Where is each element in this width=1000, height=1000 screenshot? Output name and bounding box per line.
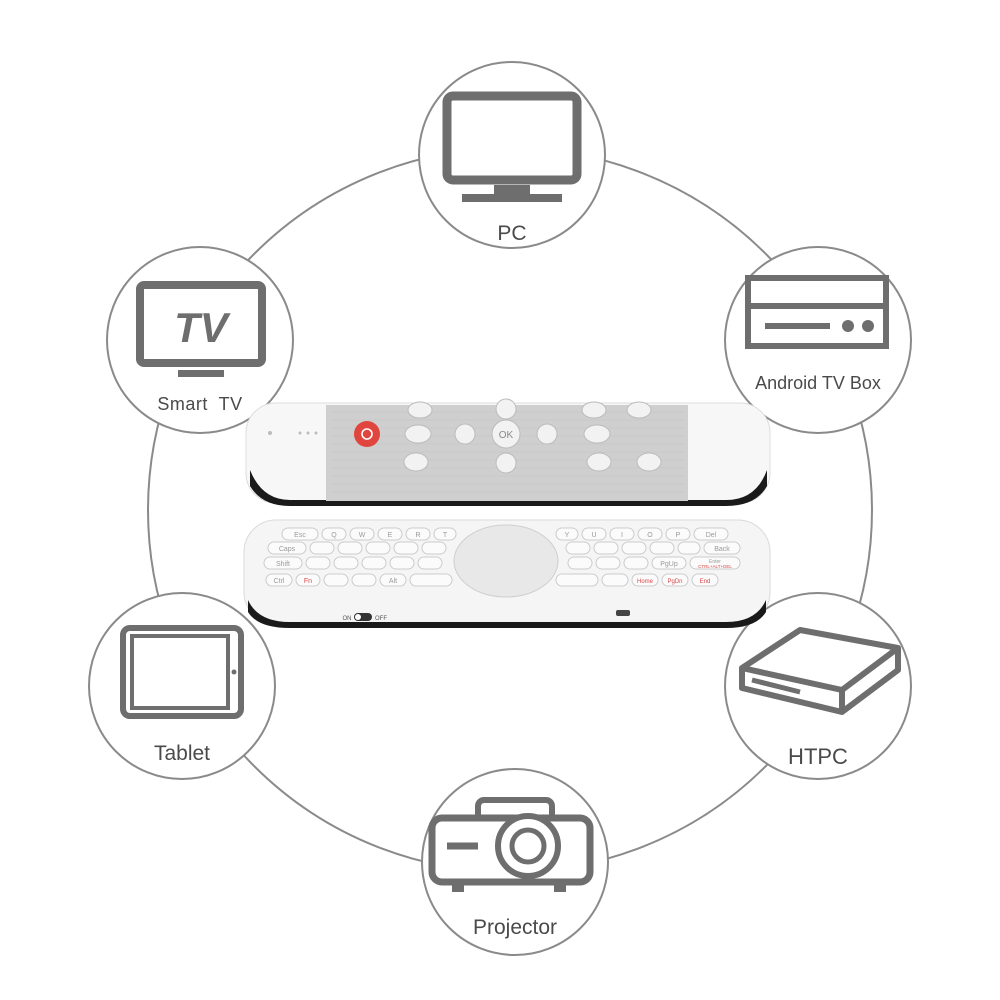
tablet-icon (120, 625, 244, 719)
ok-button[interactable]: OK (491, 419, 521, 449)
key-t[interactable] (433, 527, 457, 541)
menu-button[interactable] (407, 401, 433, 419)
svg-text:I: I (621, 532, 623, 539)
svg-text:O: O (647, 532, 653, 539)
svg-text:Y: Y (565, 532, 570, 539)
svg-text:Fn: Fn (304, 578, 312, 585)
svg-text:OFF: OFF (375, 616, 387, 622)
power-switch[interactable]: ON OFF (343, 613, 388, 622)
projector-icon (428, 797, 594, 892)
key-q[interactable] (321, 527, 347, 541)
key-end[interactable] (691, 573, 719, 587)
power-button[interactable] (354, 421, 380, 447)
key-del[interactable] (693, 527, 729, 541)
playlist-button[interactable] (586, 452, 612, 472)
key-enter[interactable] (689, 556, 741, 570)
key-home[interactable] (631, 573, 659, 587)
label-pc: PC (497, 222, 527, 245)
left-button[interactable] (454, 423, 476, 445)
svg-text:Del: Del (706, 532, 717, 539)
keyboard-left: Esc Q W E R T Caps Shift (263, 527, 457, 587)
svg-text:Alt: Alt (389, 578, 397, 585)
svg-text:Shift: Shift (276, 561, 290, 568)
key-esc[interactable] (281, 527, 319, 541)
key-e[interactable] (377, 527, 403, 541)
device-smart-tv: TV (106, 246, 294, 434)
key-pgup[interactable] (651, 556, 687, 570)
tv-icon: TV (136, 281, 266, 377)
svg-text:Caps: Caps (279, 546, 296, 553)
key-caps[interactable] (267, 541, 307, 555)
key-space-left[interactable] (409, 573, 453, 587)
label-android-tv-box: Android TV Box (755, 373, 881, 393)
tv-icon-text: TV (174, 304, 231, 351)
back-button[interactable] (583, 424, 611, 444)
svg-text:Ctrl: Ctrl (274, 578, 285, 585)
svg-text:W: W (359, 532, 366, 539)
key-back[interactable] (703, 541, 741, 555)
device-pc (418, 61, 606, 249)
device-tablet (88, 592, 276, 780)
key-ctrl[interactable] (265, 573, 293, 587)
svg-text:T: T (443, 532, 448, 539)
right-button[interactable] (536, 423, 558, 445)
key-alt[interactable] (379, 573, 407, 587)
svg-text:Enter: Enter (709, 559, 721, 565)
air-mouse-remote: OK Esc Q W E R T (243, 398, 771, 628)
mouse-button[interactable] (636, 452, 662, 472)
svg-text:P: P (676, 532, 681, 539)
key-shift[interactable] (263, 556, 303, 570)
svg-text:Q: Q (331, 532, 337, 539)
device-projector (421, 768, 609, 956)
key-fn[interactable] (295, 573, 321, 587)
svg-text:Back: Back (714, 546, 730, 553)
label-projector: Projector (472, 916, 558, 939)
label-tablet: Tablet (153, 742, 211, 765)
settings-button[interactable] (403, 452, 429, 472)
set-top-box-icon (745, 275, 889, 349)
svg-text:PgUp: PgUp (660, 561, 678, 568)
key-u[interactable] (581, 527, 607, 541)
key-y[interactable] (555, 527, 579, 541)
key-o[interactable] (637, 527, 663, 541)
up-button[interactable] (495, 398, 517, 420)
label-htpc: HTPC (788, 744, 848, 769)
svg-text:U: U (591, 532, 596, 539)
down-button[interactable] (495, 452, 517, 474)
svg-text:Home: Home (637, 579, 654, 585)
connection-ring (147, 147, 873, 873)
svg-text:E: E (388, 532, 393, 539)
device-htpc (724, 592, 912, 780)
key-r[interactable] (405, 527, 431, 541)
return-button[interactable] (581, 401, 607, 419)
key-i[interactable] (609, 527, 635, 541)
mute-button[interactable] (404, 424, 432, 444)
device-android-tv-box (724, 246, 912, 434)
svg-text:ON: ON (343, 616, 352, 622)
svg-text:Esc: Esc (294, 532, 306, 539)
svg-text:End: End (700, 579, 711, 585)
key-w[interactable] (349, 527, 375, 541)
touchpad[interactable] (453, 524, 559, 598)
svg-text:CTRL+ALT+DEL: CTRL+ALT+DEL (698, 564, 732, 569)
svg-text:R: R (415, 532, 420, 539)
monitor-icon (442, 91, 582, 202)
key-pgdn[interactable] (661, 573, 689, 587)
htpc-box-icon (739, 627, 901, 715)
svg-text:OK: OK (499, 430, 514, 441)
light-button[interactable] (626, 401, 652, 419)
svg-text:PgDn: PgDn (667, 579, 682, 585)
keyboard-right: Y U I O P Del Back PgUp Enter CT (555, 527, 741, 587)
label-smart-tv: Smart TV (157, 394, 243, 414)
key-p[interactable] (665, 527, 691, 541)
key-space-right[interactable] (555, 573, 599, 587)
